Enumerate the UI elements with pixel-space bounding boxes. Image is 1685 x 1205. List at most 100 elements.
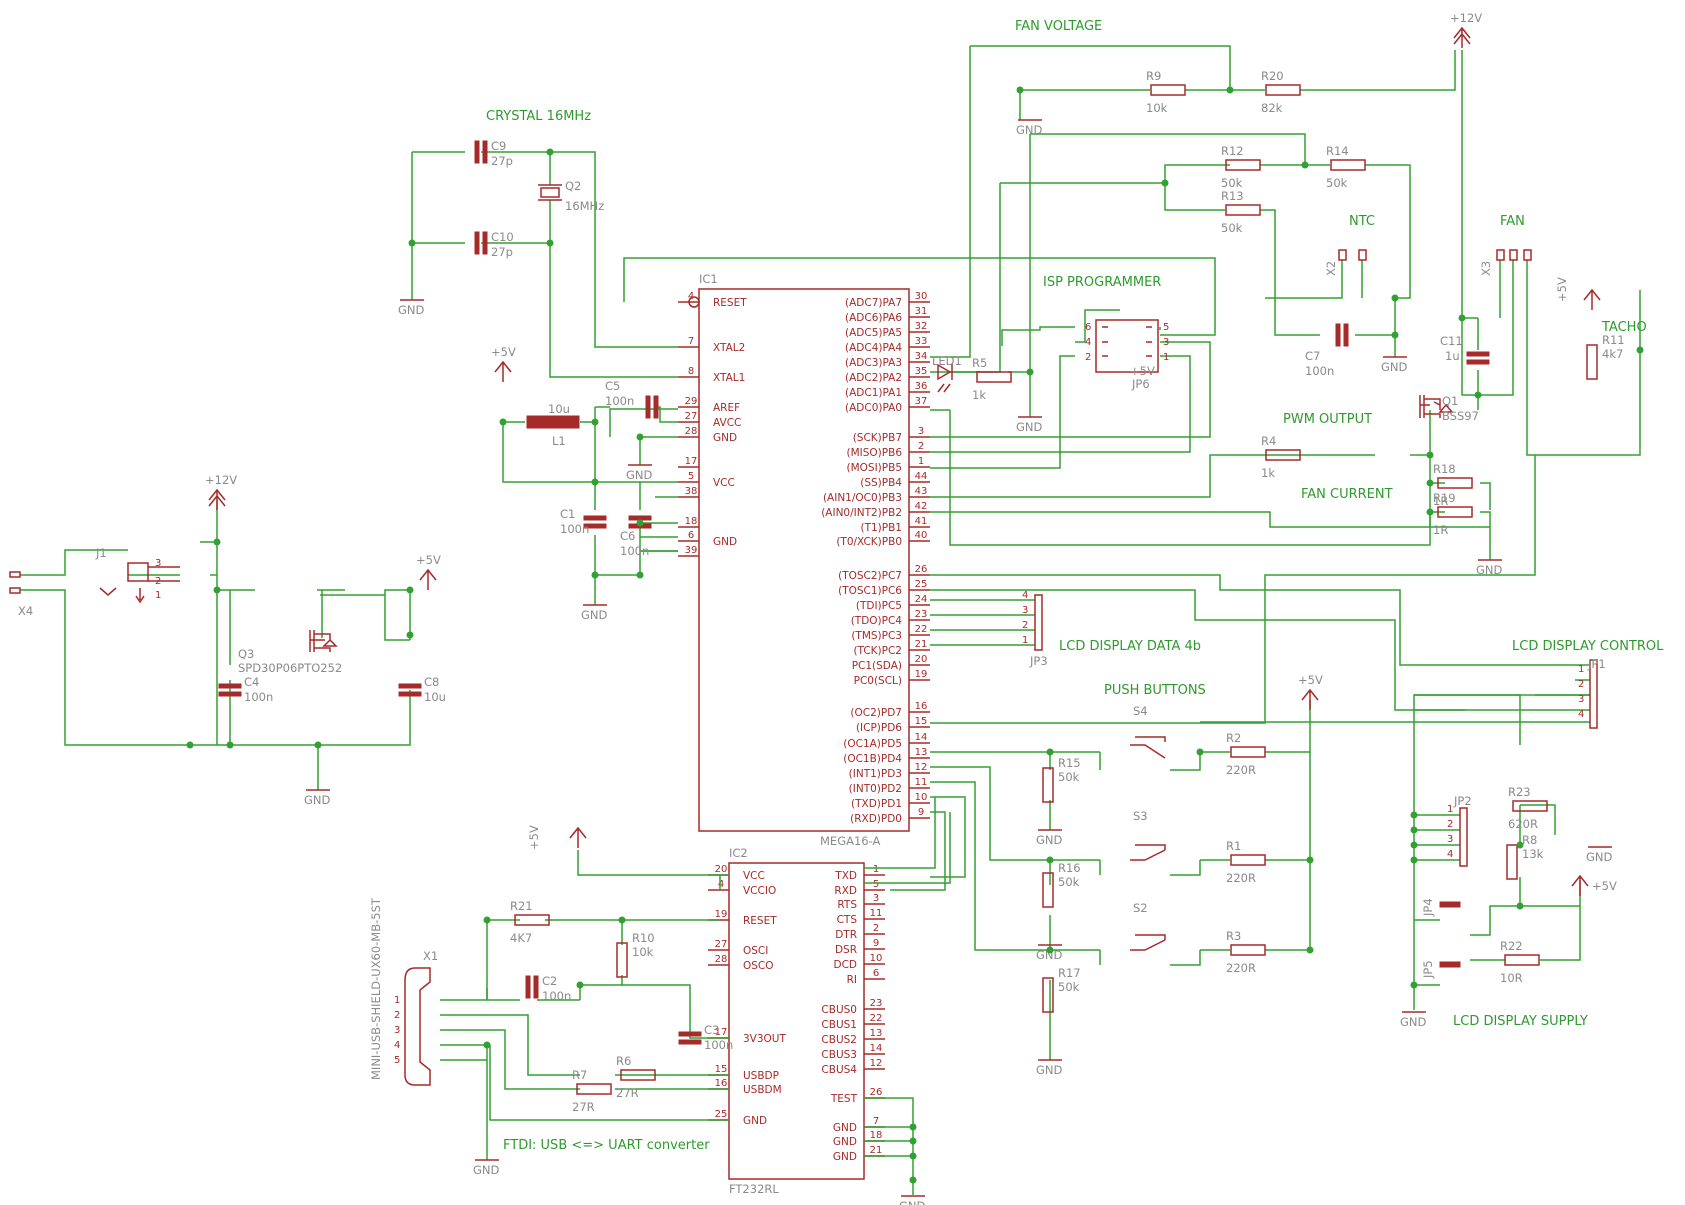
junction-dot xyxy=(226,741,234,749)
junction-dot xyxy=(1474,391,1482,399)
pin-number: 3 xyxy=(873,893,879,904)
pin-label: DSR xyxy=(835,944,857,956)
pin-label: (SCK)PB7 xyxy=(853,432,902,444)
pin-label: (TOSC2)PC7 xyxy=(838,570,902,582)
junction-dot xyxy=(1410,841,1418,849)
wire-buttons-2 xyxy=(1099,700,1311,966)
supply-arrow xyxy=(1301,688,1319,710)
pin-number: 24 xyxy=(915,594,928,605)
section-push-buttons: PUSH BUTTONS xyxy=(1104,683,1206,698)
junction-dots xyxy=(186,86,1644,1184)
capacitor-name: C6 xyxy=(620,529,635,543)
resistor-body xyxy=(1586,344,1598,380)
x4-pin-2 xyxy=(9,587,21,594)
junction-dot xyxy=(591,418,599,426)
pin-label: GND xyxy=(743,1115,767,1127)
pin-number: 26 xyxy=(915,564,928,575)
section-lcd-control: LCD DISPLAY CONTROL xyxy=(1512,639,1664,654)
pin-label: RESET xyxy=(713,297,747,309)
jp1-name: JP1 xyxy=(1587,657,1606,671)
wire-ntc xyxy=(1030,133,1411,336)
section-lcd-data: LCD DISPLAY DATA 4b xyxy=(1059,639,1201,654)
supply-label: +5V xyxy=(527,825,541,850)
pin-label: (OC1B)PD4 xyxy=(843,753,902,765)
pin-label: DTR xyxy=(835,929,857,941)
junction-dot xyxy=(1046,856,1054,864)
junction-dot xyxy=(1046,946,1054,954)
jp3-pin-4: 4 xyxy=(1022,590,1028,601)
jp4-name: JP4 xyxy=(1421,898,1435,917)
junction-dot xyxy=(591,571,599,579)
pin-number: 42 xyxy=(915,501,928,512)
x2-pin-2 xyxy=(1358,249,1367,261)
junction-dot xyxy=(1161,179,1169,187)
jp1-body xyxy=(1589,659,1598,729)
capacitor-value: 100n xyxy=(542,989,571,1003)
pin-number: 17 xyxy=(685,456,698,467)
jp6-pin-4: 4 xyxy=(1085,337,1091,348)
pin-label: CBUS0 xyxy=(821,1004,857,1016)
capacitor-value: 100n xyxy=(704,1038,733,1052)
pin-label: CBUS4 xyxy=(821,1064,857,1076)
capacitor-value: 10u xyxy=(424,690,446,704)
pin-number: 20 xyxy=(715,864,728,875)
pin-number: 31 xyxy=(915,306,928,317)
jumper-jp5: JP5 xyxy=(1421,960,1461,979)
supply-label: +5V xyxy=(491,345,516,359)
supply-label: GND xyxy=(1036,948,1063,962)
pin-number: 15 xyxy=(915,716,928,727)
jp6-body xyxy=(1095,319,1159,373)
header-jp2: 1 2 3 4 JP2 xyxy=(1447,794,1472,867)
jp6-pin-6: 6 xyxy=(1085,322,1091,333)
wire-ntc-c7 xyxy=(1265,260,1396,357)
pin-number: 6 xyxy=(688,530,694,541)
j1-pins xyxy=(99,566,180,604)
junction-dot xyxy=(909,1176,917,1184)
resistor-value: 13k xyxy=(1522,847,1544,861)
pin-label: USBDP xyxy=(743,1070,779,1082)
resistor-body xyxy=(1150,84,1186,96)
resistor-body xyxy=(1042,767,1054,803)
pin-label: RTS xyxy=(837,899,857,911)
junction-dot xyxy=(909,1123,917,1131)
terminal-x4: X4 xyxy=(9,571,33,618)
capacitor-name: C10 xyxy=(491,230,514,244)
pin-label: (SS)PB4 xyxy=(860,477,902,489)
wire-lcd-data xyxy=(930,599,1035,646)
supply-5v: +5V xyxy=(1298,673,1323,710)
resistor-body xyxy=(1230,746,1266,758)
resistor-name: R13 xyxy=(1221,189,1244,203)
pin-label: (TXD)PD1 xyxy=(851,798,902,810)
jp6-pin-2: 2 xyxy=(1085,352,1091,363)
pin-label: CTS xyxy=(837,914,858,926)
pin-number: 16 xyxy=(715,1078,728,1089)
resistor-name: R5 xyxy=(972,356,987,370)
pin-number: 22 xyxy=(870,1013,883,1024)
led1: LED1 xyxy=(932,354,962,393)
resistor-name: R3 xyxy=(1226,929,1241,943)
pin-label: OSCO xyxy=(743,960,774,972)
resistor-value: 10R xyxy=(1500,971,1523,985)
supply-gnd: GND xyxy=(1400,1011,1427,1029)
capacitor-name: C5 xyxy=(605,379,620,393)
pin-label: (MISO)PB6 xyxy=(847,447,903,459)
mosfet-q3: Q3 SPD30P06PTO252 xyxy=(238,630,342,675)
wire-gnd-caps xyxy=(594,436,678,605)
supply-label: GND xyxy=(1586,850,1613,864)
pin-label: GND xyxy=(713,536,737,548)
supply-12v: +12V xyxy=(1450,11,1482,48)
resistor-name: R10 xyxy=(632,931,655,945)
jp1-pin-1: 1 xyxy=(1578,664,1584,675)
junction-dot xyxy=(314,741,322,749)
resistor-value: 620R xyxy=(1508,817,1538,831)
supply-5v: +5V xyxy=(1571,874,1617,896)
pin-number: 38 xyxy=(685,486,698,497)
junction-dot xyxy=(1516,902,1524,910)
pin-number: 22 xyxy=(915,624,928,635)
junction-dot xyxy=(1516,841,1524,849)
junction-dot xyxy=(213,538,221,546)
